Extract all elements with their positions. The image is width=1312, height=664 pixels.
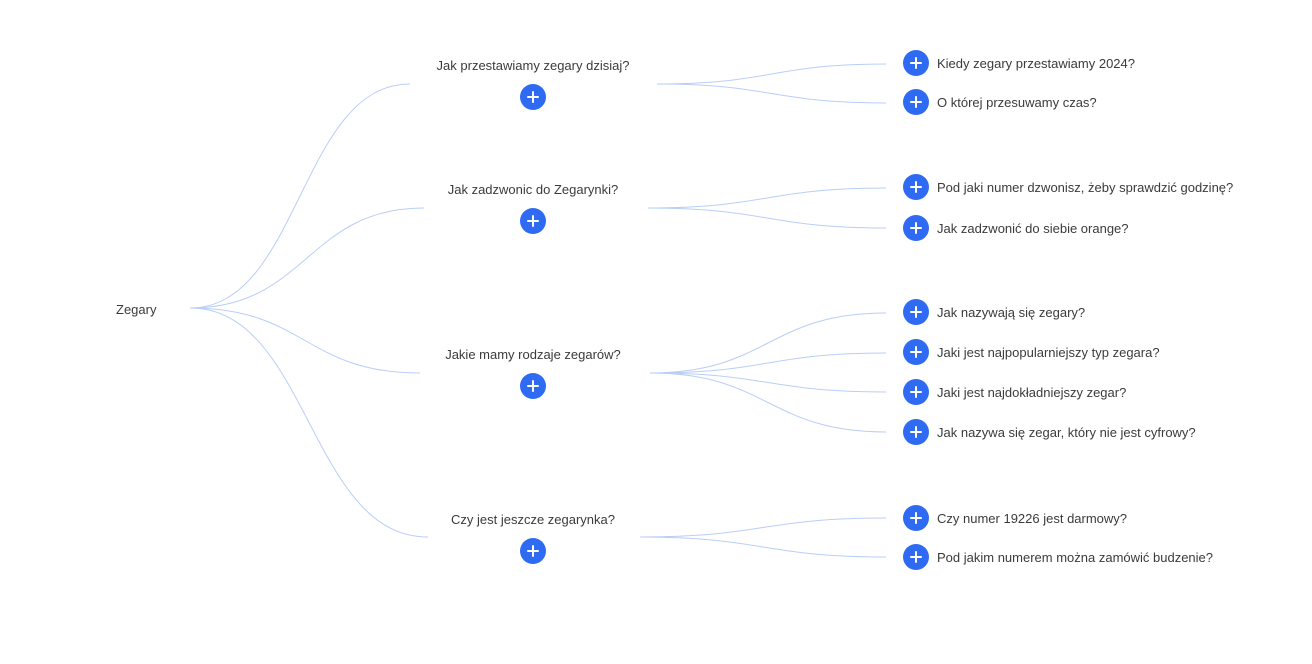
- branch-node: Jak przestawiamy zegary dzisiaj?: [403, 58, 663, 110]
- branch-leaf-connector: [649, 372, 887, 393]
- branch-node: Jak zadzwonic do Zegarynki?: [403, 182, 663, 234]
- expand-plus-icon[interactable]: [903, 299, 929, 325]
- leaf-node[interactable]: Pod jaki numer dzwonisz, żeby sprawdzić …: [903, 174, 1233, 200]
- expand-plus-icon[interactable]: [903, 339, 929, 365]
- expand-plus-icon[interactable]: [903, 379, 929, 405]
- branch-label: Jakie mamy rodzaje zegarów?: [445, 347, 621, 362]
- leaf-node[interactable]: Jaki jest najpopularniejszy typ zegara?: [903, 339, 1160, 365]
- leaf-node[interactable]: Jak nazywają się zegary?: [903, 299, 1085, 325]
- expand-plus-icon[interactable]: [520, 84, 546, 110]
- branch-node: Czy jest jeszcze zegarynka?: [403, 512, 663, 564]
- branch-leaf-connector: [647, 187, 887, 209]
- branch-leaf-connector: [656, 63, 887, 85]
- branch-leaf-connector: [649, 312, 887, 374]
- leaf-node[interactable]: Jak zadzwonić do siebie orange?: [903, 215, 1129, 241]
- branch-node: Jakie mamy rodzaje zegarów?: [403, 347, 663, 399]
- leaf-node[interactable]: Czy numer 19226 jest darmowy?: [903, 505, 1127, 531]
- leaf-label: Jak nazywa się zegar, który nie jest cyf…: [937, 424, 1196, 440]
- branch-leaf-connector: [649, 352, 887, 374]
- root-branch-connector: [189, 207, 425, 309]
- expand-plus-icon[interactable]: [520, 208, 546, 234]
- leaf-label: Czy numer 19226 jest darmowy?: [937, 510, 1128, 526]
- expand-plus-icon[interactable]: [520, 538, 546, 564]
- leaf-label: Kiedy zegary przestawiamy 2024?: [937, 55, 1135, 71]
- root-branch-connector: [189, 307, 429, 538]
- expand-plus-icon[interactable]: [520, 373, 546, 399]
- expand-plus-icon[interactable]: [903, 174, 929, 200]
- branch-leaf-connector: [639, 536, 887, 558]
- leaf-label: Jaki jest najdokładniejszy zegar?: [937, 384, 1127, 400]
- branch-label: Jak zadzwonic do Zegarynki?: [447, 182, 619, 197]
- branch-label: Jak przestawiamy zegary dzisiaj?: [436, 58, 630, 73]
- leaf-node[interactable]: Jak nazywa się zegar, który nie jest cyf…: [903, 419, 1196, 445]
- branch-leaf-connector: [656, 83, 887, 104]
- leaf-node[interactable]: Pod jakim numerem można zamówić budzenie…: [903, 544, 1213, 570]
- root-branch-connector: [189, 83, 411, 309]
- leaf-label: Pod jakim numerem można zamówić budzenie…: [937, 549, 1214, 565]
- leaf-label: Jak zadzwonić do siebie orange?: [937, 220, 1129, 236]
- expand-plus-icon[interactable]: [903, 215, 929, 241]
- expand-plus-icon[interactable]: [903, 89, 929, 115]
- leaf-node[interactable]: Kiedy zegary przestawiamy 2024?: [903, 50, 1135, 76]
- expand-plus-icon[interactable]: [903, 544, 929, 570]
- expand-plus-icon[interactable]: [903, 50, 929, 76]
- branch-leaf-connector: [639, 517, 887, 538]
- leaf-node[interactable]: O której przesuwamy czas?: [903, 89, 1097, 115]
- expand-plus-icon[interactable]: [903, 419, 929, 445]
- leaf-label: Jaki jest najpopularniejszy typ zegara?: [937, 344, 1160, 360]
- branch-leaf-connector: [647, 207, 887, 229]
- leaf-label: Pod jaki numer dzwonisz, żeby sprawdzić …: [937, 179, 1234, 195]
- root-node-label: Zegary: [116, 302, 157, 317]
- leaf-node[interactable]: Jaki jest najdokładniejszy zegar?: [903, 379, 1126, 405]
- expand-plus-icon[interactable]: [903, 505, 929, 531]
- branch-label: Czy jest jeszcze zegarynka?: [450, 512, 615, 527]
- branch-leaf-connector: [649, 372, 887, 433]
- leaf-label: Jak nazywają się zegary?: [937, 304, 1086, 320]
- leaf-label: O której przesuwamy czas?: [937, 94, 1097, 110]
- root-branch-connector: [189, 307, 421, 374]
